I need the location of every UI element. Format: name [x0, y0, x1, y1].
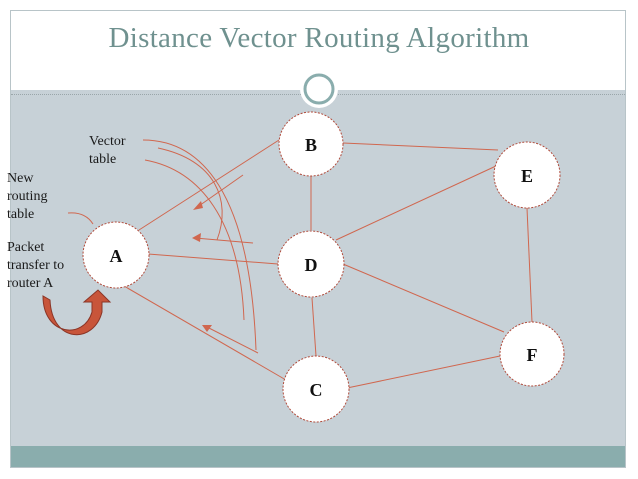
arrowhead-c-to-a — [202, 325, 212, 332]
nodes: A B C D E F — [82, 111, 565, 423]
node-d-label: D — [305, 255, 318, 275]
vector-table-label: Vector table — [89, 134, 126, 167]
node-e: E — [493, 141, 561, 209]
slide-title: Distance Vector Routing Algorithm — [108, 22, 530, 54]
edge-c-f — [346, 355, 501, 389]
edge-a-d — [147, 253, 279, 265]
footer-bar — [11, 446, 625, 467]
node-a: A — [82, 221, 150, 289]
curved-arrow-shape — [42, 289, 112, 336]
node-d: D — [277, 230, 345, 298]
new-table-pointer — [67, 212, 94, 225]
edge-b-e — [342, 142, 499, 151]
edge-d-c — [311, 297, 317, 357]
edge-e-f — [526, 207, 533, 323]
vector-curve-small — [157, 147, 223, 241]
edges — [123, 139, 533, 389]
arrow-b-to-a — [195, 174, 244, 209]
arrow-d-to-a — [194, 237, 254, 244]
arrow-c-to-a — [204, 325, 259, 354]
edge-a-b — [138, 139, 280, 231]
node-e-label: E — [521, 166, 533, 186]
arrowhead-d-to-a — [192, 233, 201, 242]
annotation-curves — [67, 139, 259, 354]
node-b: B — [278, 111, 344, 177]
new-routing-table-label: New routing table — [7, 171, 48, 222]
arrowhead-b-to-a — [193, 201, 203, 210]
edge-d-f — [342, 263, 505, 333]
edge-d-e — [335, 165, 497, 241]
packet-transfer-label: Packet transfer to router A — [7, 240, 65, 291]
vector-curve-outer — [142, 139, 257, 351]
packet-transfer-arrow — [42, 289, 112, 336]
ornament-ring — [303, 73, 335, 105]
node-a-label: A — [110, 246, 123, 266]
node-f-label: F — [527, 345, 538, 365]
edge-a-c — [123, 285, 287, 381]
node-b-label: B — [305, 135, 317, 155]
arrowheads — [192, 201, 212, 332]
node-c: C — [282, 355, 350, 423]
node-f: F — [499, 321, 565, 387]
node-c-label: C — [310, 380, 323, 400]
vector-curve-inner — [144, 159, 245, 321]
